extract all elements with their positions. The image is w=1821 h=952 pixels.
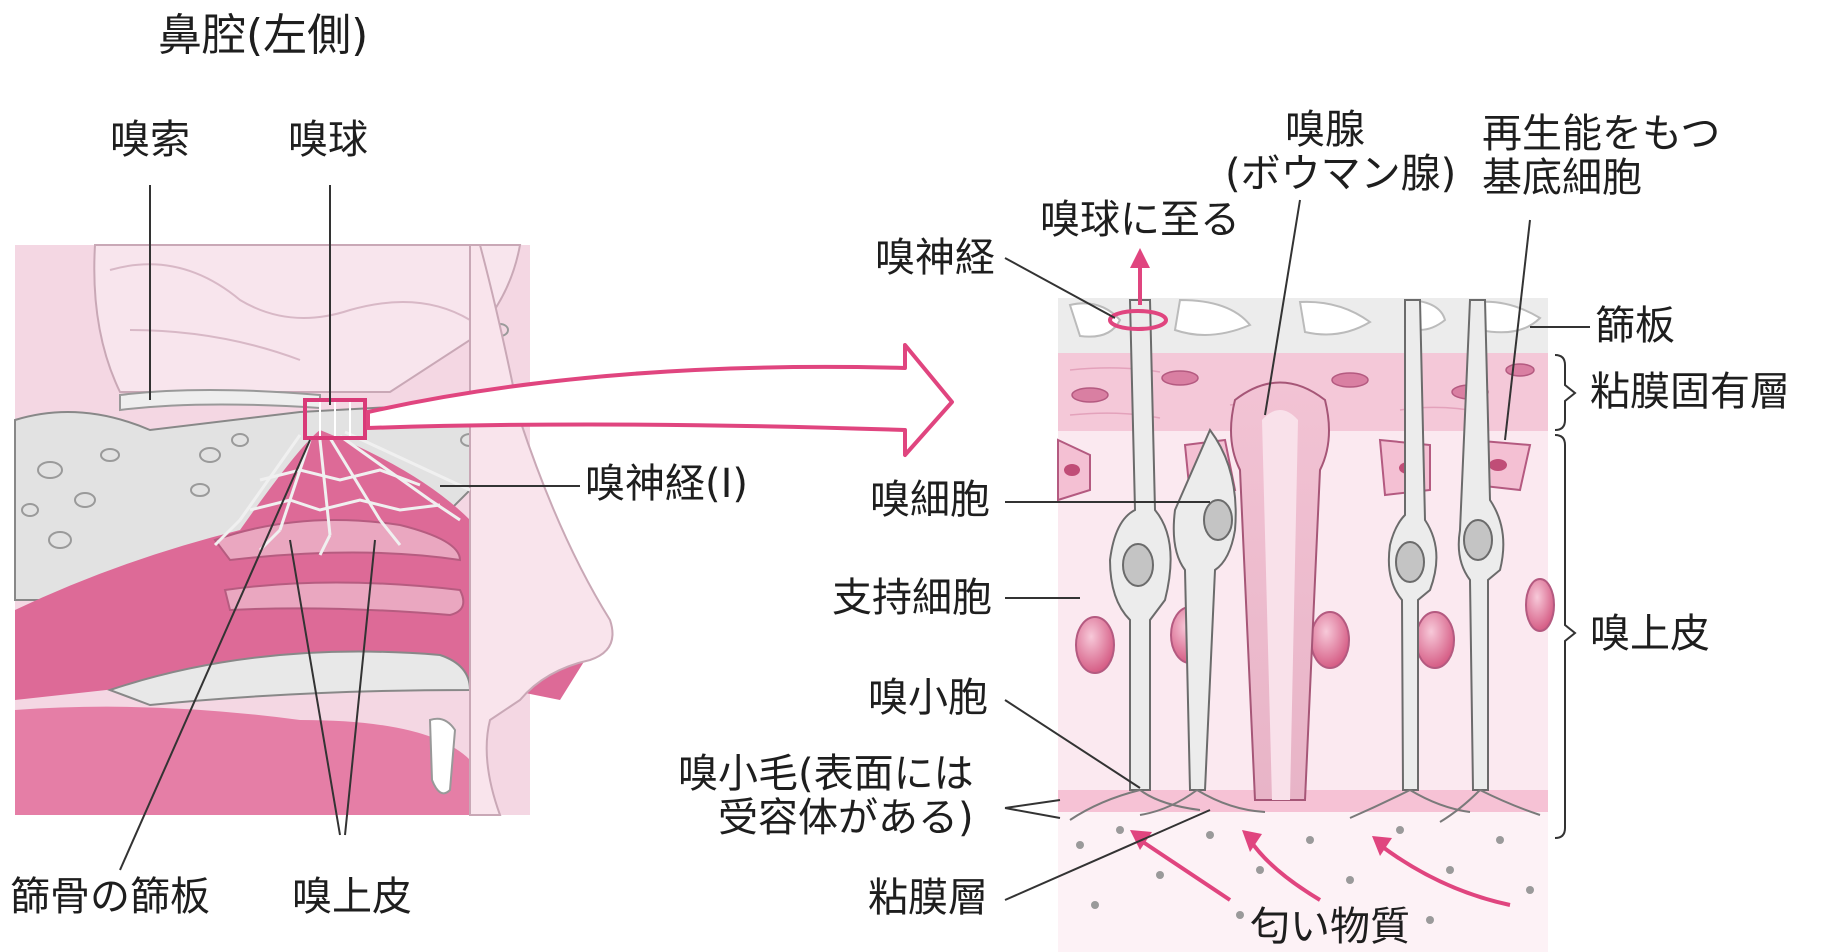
epithelium-panel [1005, 200, 1590, 952]
label-olfactory-cell: 嗅細胞 [870, 478, 990, 522]
label-mucus-layer: 粘膜層 [868, 876, 988, 920]
label-bowman-gland-line1: 嗅腺 [1225, 108, 1425, 152]
label-olfactory-nerve: 嗅神経 [875, 236, 995, 280]
label-olfactory-epithelium-right: 嗅上皮 [1590, 612, 1710, 656]
label-lamina-propria: 粘膜固有層 [1590, 370, 1790, 414]
label-olfactory-tract: 嗅索 [110, 118, 190, 162]
leader-cilia-b [1005, 800, 1060, 808]
label-basal-cell-line1: 再生能をもつ [1482, 112, 1720, 156]
up-arrow-icon [1130, 248, 1150, 268]
label-bowman-gland: 嗅腺 (ボウマン腺) [1225, 108, 1425, 196]
layer-brackets [1555, 355, 1575, 838]
label-olfactory-nerve-I: 嗅神経(I) [585, 462, 748, 506]
label-olfactory-bulb: 嗅球 [288, 118, 368, 162]
label-odorant: 匂い物質 [1250, 905, 1410, 949]
label-olfactory-epithelium-left: 嗅上皮 [292, 875, 412, 919]
tooth [430, 719, 455, 794]
leader-cilia-a [1005, 808, 1060, 818]
label-supporting-cell: 支持細胞 [832, 576, 992, 620]
label-bowman-gland-line2: (ボウマン腺) [1225, 152, 1425, 196]
label-basal-cell: 再生能をもつ 基底細胞 [1482, 112, 1720, 200]
label-to-olfactory-bulb: 嗅球に至る [1040, 198, 1240, 242]
label-olfactory-cilia-line1: 嗅小毛(表面には [668, 752, 974, 796]
label-olfactory-cilia-line2: 受容体がある) [668, 796, 974, 840]
diagram-title: 鼻腔(左側) [158, 12, 368, 60]
label-cribriform-of-ethmoid: 篩骨の篩板 [10, 875, 210, 919]
label-cribriform-plate: 篩板 [1595, 304, 1675, 348]
label-olfactory-cilia: 嗅小毛(表面には 受容体がある) [668, 752, 974, 840]
label-basal-cell-line2: 基底細胞 [1482, 156, 1720, 200]
label-olfactory-vesicle: 嗅小胞 [868, 676, 988, 720]
